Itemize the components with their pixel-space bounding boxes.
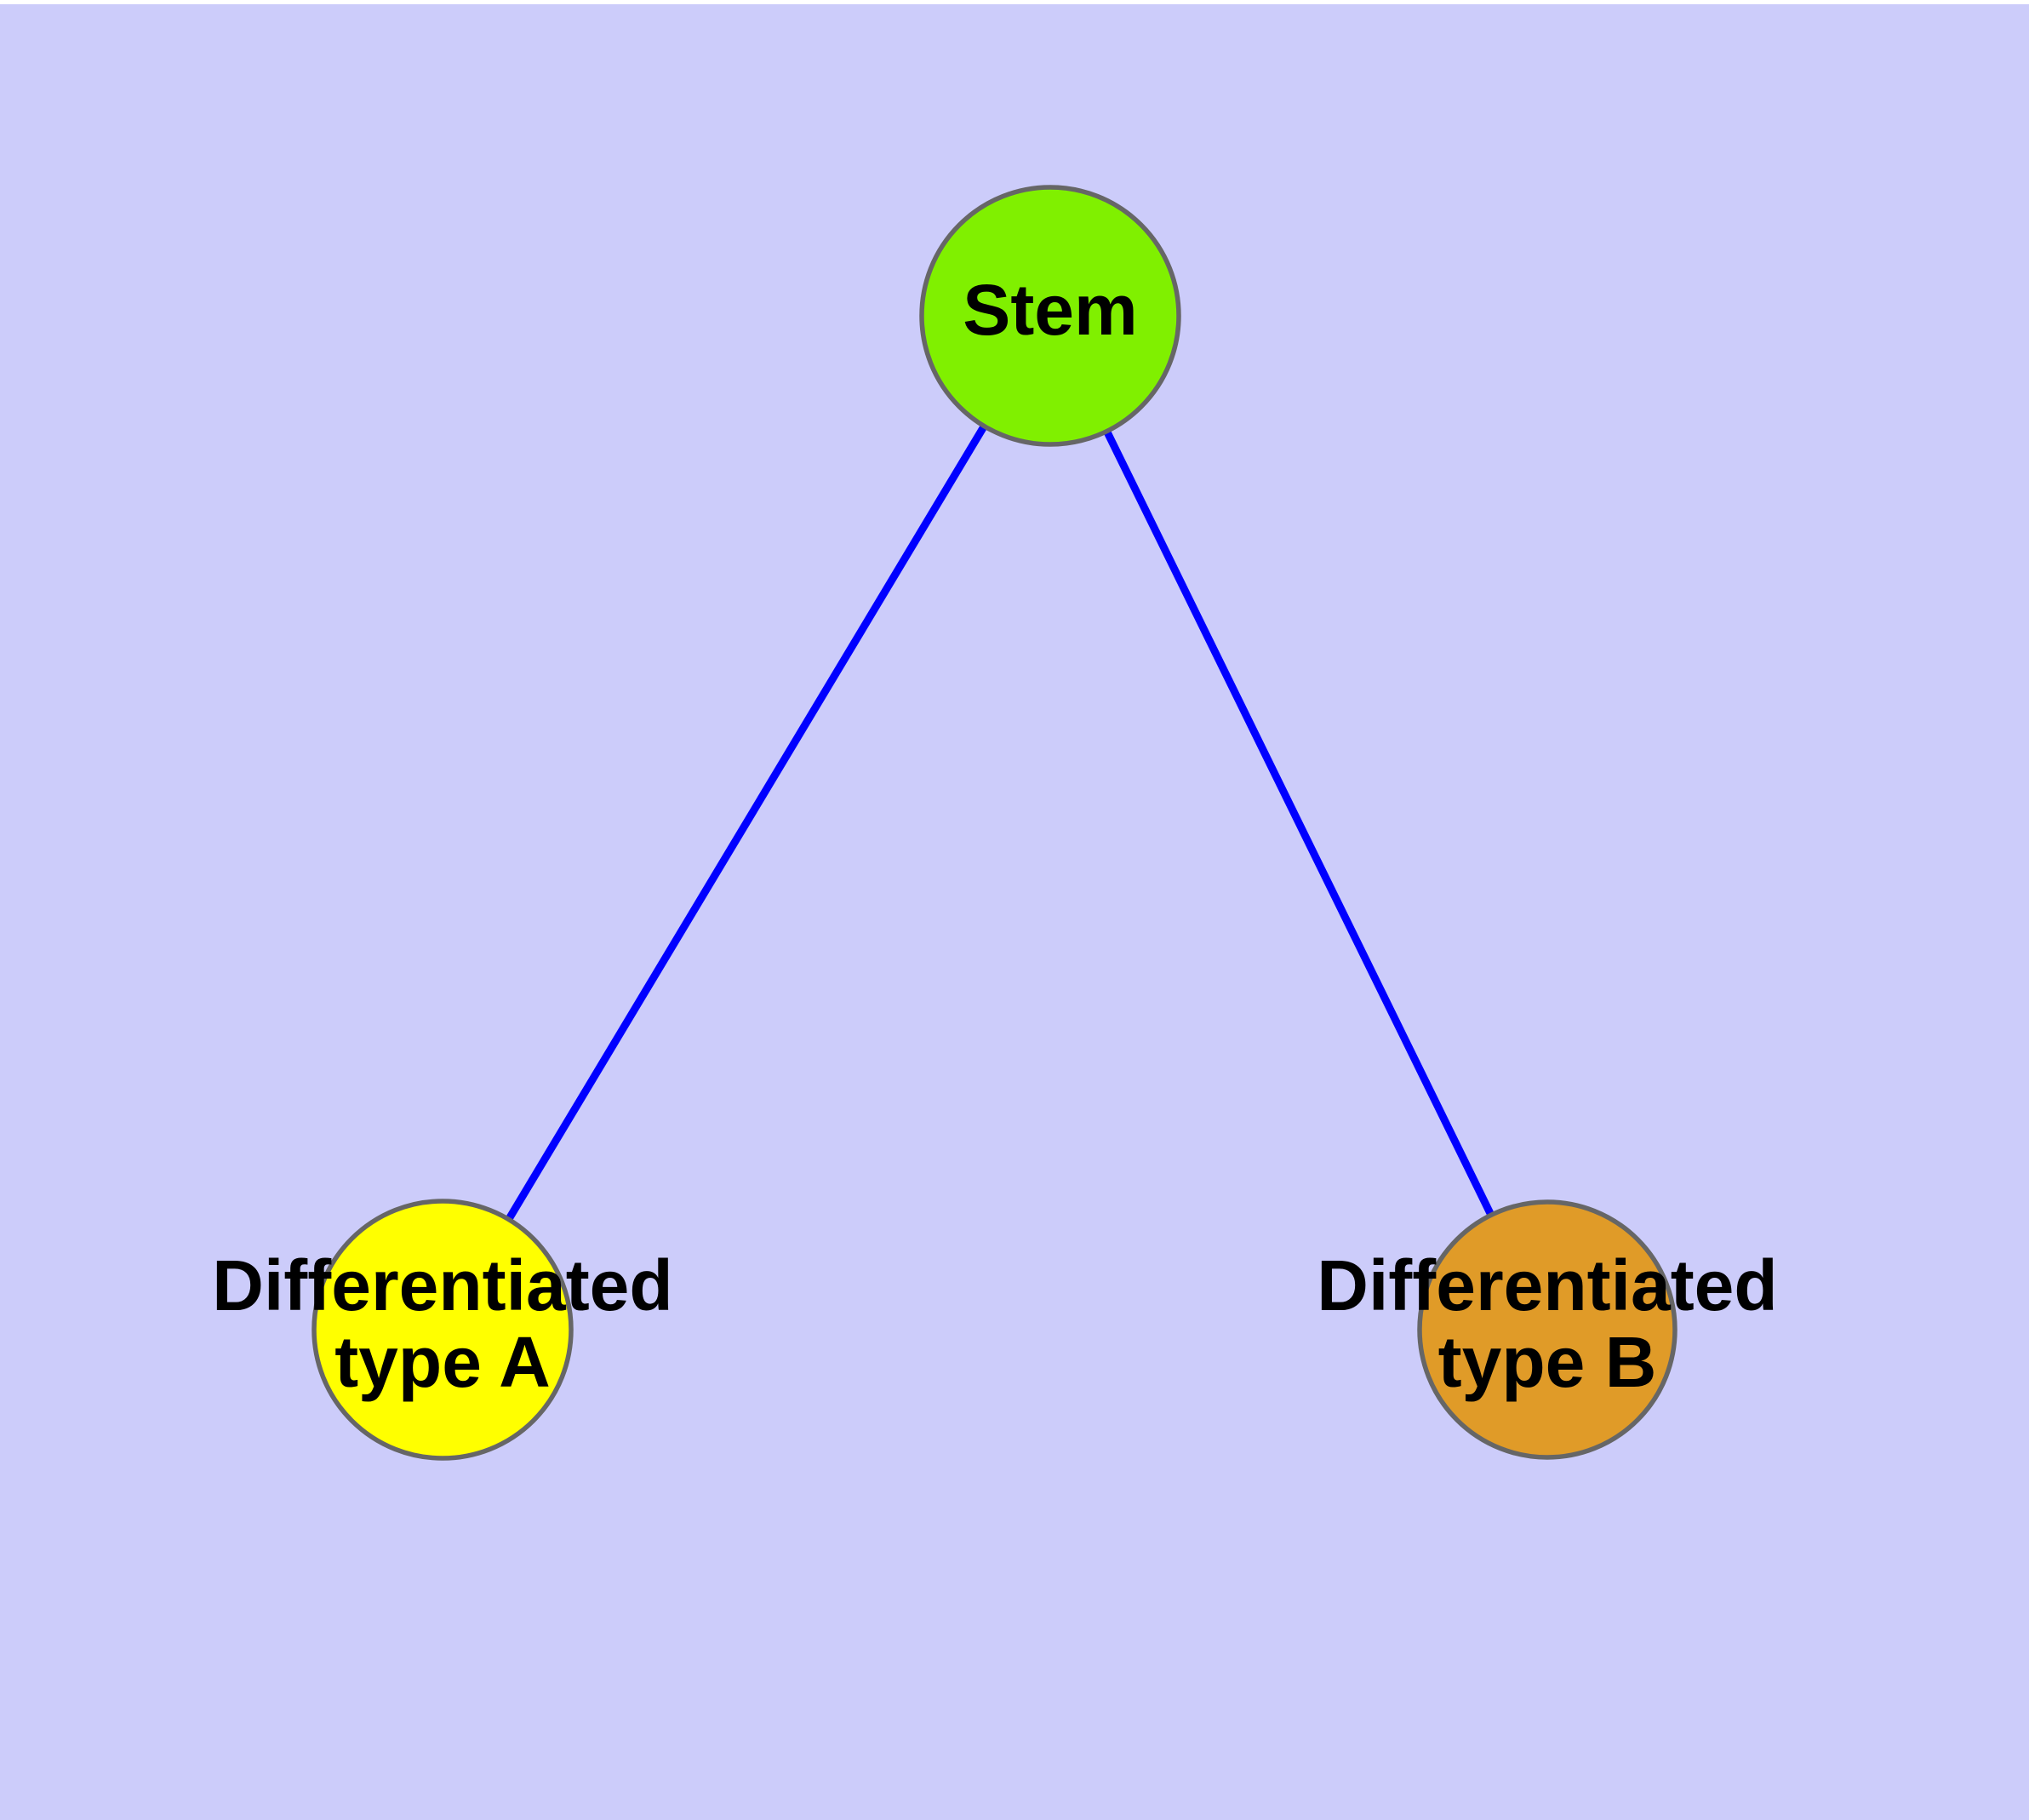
node-differentiated-type-a-circle[interactable] [311,1199,574,1461]
edge-stem-to-diff-a[interactable] [502,420,991,1226]
node-stem-label: Stem [963,270,1137,350]
node-stem-circle[interactable] [919,185,1181,447]
node-differentiated-type-b-circle[interactable] [1417,1199,1677,1460]
edge-stem-to-diff-b[interactable] [1100,425,1497,1222]
node-stem[interactable]: Stem [919,185,1181,447]
edges-group [502,420,1497,1226]
